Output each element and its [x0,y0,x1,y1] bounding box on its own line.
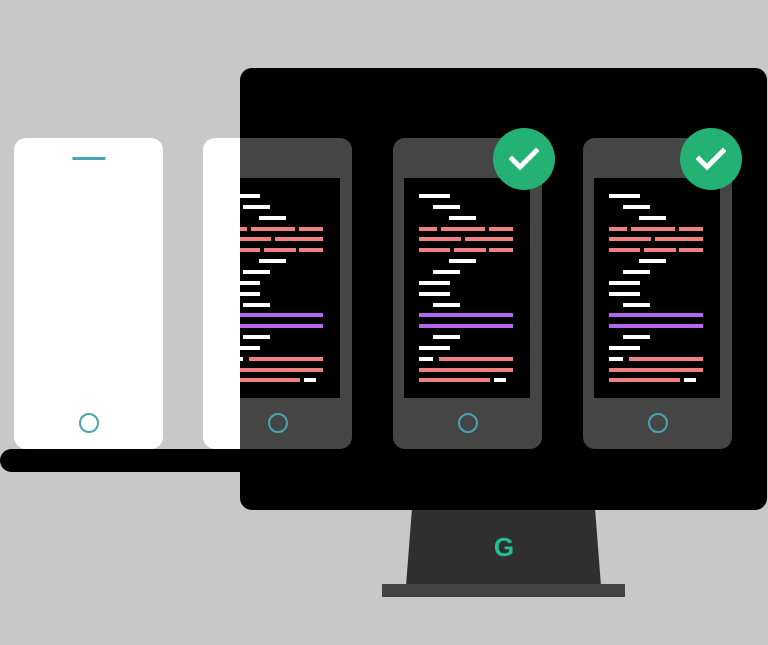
code-line [609,367,703,372]
code-line [419,194,450,198]
code-line [449,215,476,220]
phone-screen [594,178,720,398]
home-button-icon [78,413,99,433]
code-line [240,324,323,329]
code-line [433,269,460,274]
code-line [449,259,476,264]
code-line [684,378,696,383]
speaker-icon [72,157,105,160]
code-line [609,313,703,318]
code-line [623,204,650,209]
phone-transition-dark [240,138,352,449]
code-line [249,356,323,361]
code-line [419,345,450,350]
code-line [631,226,675,231]
phone-transition-dark-clip [240,138,352,449]
code-line [609,194,640,198]
code-line [489,248,513,253]
check-badge [493,128,555,190]
check-badge [680,128,742,190]
code-line [275,237,323,242]
phone-code-verified-2 [583,138,732,449]
code-line [243,204,270,209]
code-line [494,378,506,383]
code-line [299,226,323,231]
code-line [679,226,703,231]
home-button-icon [647,413,668,433]
checkmark-icon [509,147,539,171]
code-line [623,335,650,340]
code-line [433,335,460,340]
code-line [419,237,461,242]
code-line [609,248,640,253]
code-line [439,356,513,361]
code-line [489,226,513,231]
code-line [240,226,247,231]
code-line [259,215,286,220]
monitor-stand-base [382,584,625,597]
code-line [419,367,513,372]
checkmark-icon [696,147,726,171]
code-line [639,215,666,220]
code-line [240,378,300,383]
phone-code-verified-1 [393,138,542,449]
code-line [609,324,703,329]
code-line [419,291,450,296]
code-line [419,378,490,383]
code-line [304,378,316,383]
code-line [454,248,486,253]
code-line [240,248,260,253]
phone-screen [404,178,530,398]
code-line [433,204,460,209]
code-line [609,345,640,350]
code-line [623,302,650,307]
code-line [240,237,271,242]
phone-screen [240,178,340,398]
code-line [639,259,666,264]
code-line [679,248,703,253]
code-line [441,226,485,231]
code-line [419,248,450,253]
code-line [465,237,513,242]
code-line [609,378,680,383]
code-line [243,269,270,274]
code-line [240,356,243,361]
code-line [240,367,323,372]
phone-blank [14,138,163,449]
code-line [419,324,513,329]
code-line [655,237,703,242]
code-line [609,226,627,231]
brand-logo: G [493,532,515,562]
code-line [419,280,450,285]
code-line [629,356,703,361]
code-line [251,226,295,231]
desk-ledge [0,449,260,472]
code-line [433,302,460,307]
code-line [264,248,296,253]
code-line [609,280,640,285]
code-line [259,259,286,264]
code-line [609,356,623,361]
code-line [240,194,260,198]
code-line [644,248,676,253]
code-line [240,280,260,285]
code-line [419,313,513,318]
code-line [240,291,260,296]
code-line [299,248,323,253]
code-line [609,237,651,242]
code-line [240,345,260,350]
code-line [243,335,270,340]
code-line [419,356,433,361]
code-line [623,269,650,274]
code-line [240,313,323,318]
home-button-icon [267,413,288,433]
code-line [419,226,437,231]
code-line [243,302,270,307]
code-line [609,291,640,296]
home-button-icon [457,413,478,433]
monitor-stand [406,510,601,586]
